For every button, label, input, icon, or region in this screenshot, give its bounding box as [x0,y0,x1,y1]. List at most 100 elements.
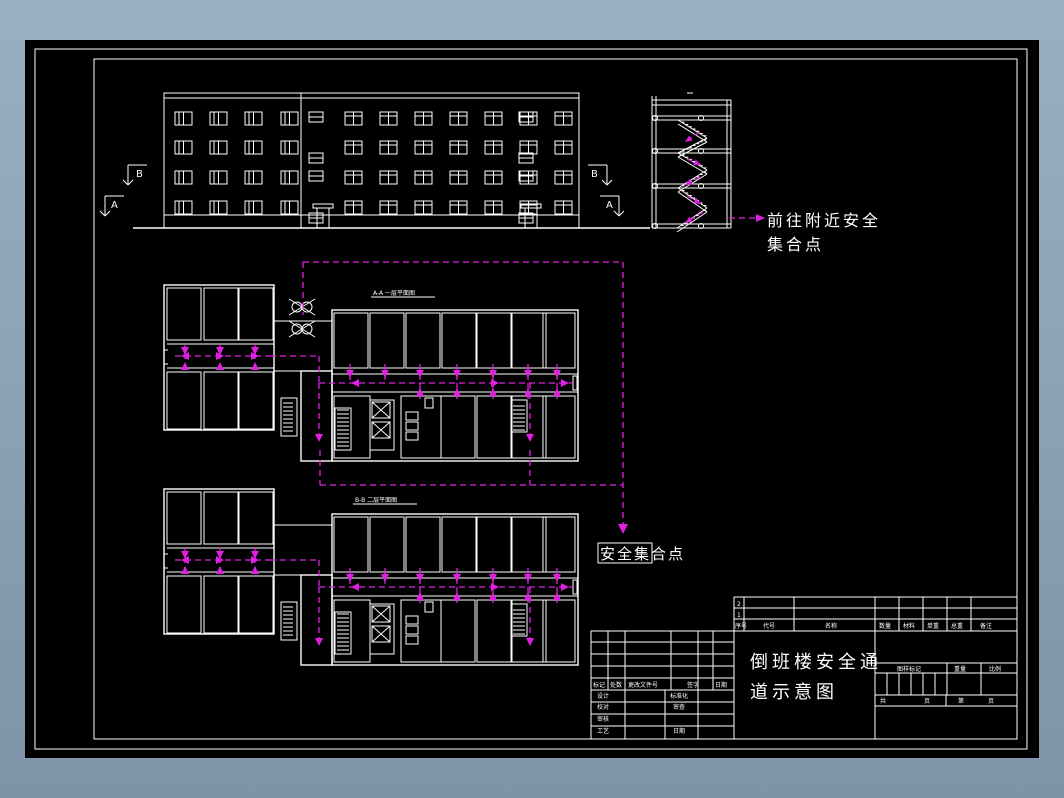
rev-hdr-date: 日期 [715,681,727,689]
elevation-window [209,111,228,126]
room [511,599,547,663]
stair-flight [677,119,708,143]
elevator-cross [371,605,391,643]
floor1-plan [163,284,579,462]
corridor-arrow [351,583,359,591]
room-exit-arrow [453,574,461,582]
room [476,395,512,459]
room-exit-arrow [216,551,224,559]
beam-section [698,183,704,189]
elevation-window [209,140,228,155]
room [440,395,476,459]
beam-section [652,115,658,121]
room [238,491,274,545]
beam-section [652,223,658,229]
section-marker-b-right: B [588,164,613,186]
room [511,395,547,459]
room [203,371,239,430]
room-exit-arrow [489,592,497,600]
room [476,312,512,369]
east-door [572,579,578,595]
sheet-no-suffix: 页 [988,698,994,705]
room-exit-arrow [553,388,561,396]
room-exit-arrow [251,566,259,574]
elevation-window [244,140,263,155]
section-marker-a-right: A [600,195,625,217]
floor-plans [163,284,579,666]
elevation-window [484,111,503,126]
parts-hdr-code: 代号 [763,622,775,630]
exit-label-line1: 前往附近安全 [767,211,881,230]
drawing-title-line2: 道示意图 [750,682,838,703]
east-wing-wall [331,513,579,666]
room-exit-arrow [216,347,224,355]
rev-hdr-docno: 更改文件号 [628,681,658,689]
elevation-window [174,140,193,155]
room [238,287,274,341]
stair-flight [677,187,708,213]
room [405,516,441,573]
elevation-window [174,111,193,126]
room [440,599,476,663]
room-exit-arrow [416,370,424,378]
stair-arrow [526,638,534,646]
elevation-window [484,170,503,185]
stair-arrow [526,434,534,442]
stage-hdr-scale: 比例 [989,665,1001,673]
room [476,599,512,663]
room-exit-arrow [346,370,354,378]
section-label-b-right: B [591,169,598,180]
evacuation-route-outer [302,261,628,534]
room [166,371,202,430]
stair-flight [677,152,708,175]
stage-hdr-weight: 重量 [954,665,966,673]
room-exit-arrow [524,574,532,582]
beam-section [652,183,658,189]
room-exit-arrow [489,574,497,582]
room [441,312,477,369]
assembly-point-label: 安全集合点 [600,545,685,563]
room [203,287,239,341]
section-marker-a-left: A [99,195,124,217]
room [441,516,477,573]
room-exit-arrow [251,347,259,355]
room-exit-arrow [216,566,224,574]
stair-section [651,92,732,233]
signoff-review: 审查 [673,703,685,711]
stair-east-core [333,599,371,663]
room-exit-arrow [453,388,461,396]
elevation-window [554,200,573,215]
stair-west [280,397,298,437]
outer-frame [34,48,1028,750]
building-elevation [133,92,650,229]
elevation-window [344,140,363,155]
east-wing-wall [331,309,579,462]
corridor-arrow [561,379,569,387]
beam-section [698,148,704,154]
corridor-arrow [351,379,359,387]
drawing-title-line1: 倒班楼安全通 [750,652,882,673]
stair-core [334,407,352,451]
stair-route-arrow [685,179,693,185]
section-label-a-left: A [111,200,118,211]
parts-hdr-remark: 备注 [980,622,992,630]
stair-west [280,601,298,641]
stair-window [518,152,534,164]
inner-frame [93,58,1018,740]
signoff-check: 校对 [597,703,609,711]
signoff-standard: 标准化 [670,692,688,700]
room-exit-arrow [251,362,259,370]
parts-hdr-material: 材料 [903,622,915,630]
east-door [572,375,578,391]
link-south [300,574,333,666]
floor2-routes [175,547,573,646]
elevation-window [379,140,398,155]
elevation-window [379,200,398,215]
cad-drawing: B A B A 前往附近安全 集合点 [34,48,1028,750]
rev-hdr-sign: 签字 [687,681,699,689]
section-label-a-right: A [606,200,613,211]
parts-hdr-name: 名称 [825,622,837,630]
room-exit-arrow [381,370,389,378]
title-block: 2 1 序号 代号 名称 数量 材料 单重 总重 备注 标记 处数 更改文件号 … [590,596,1018,740]
link-south [300,370,333,462]
